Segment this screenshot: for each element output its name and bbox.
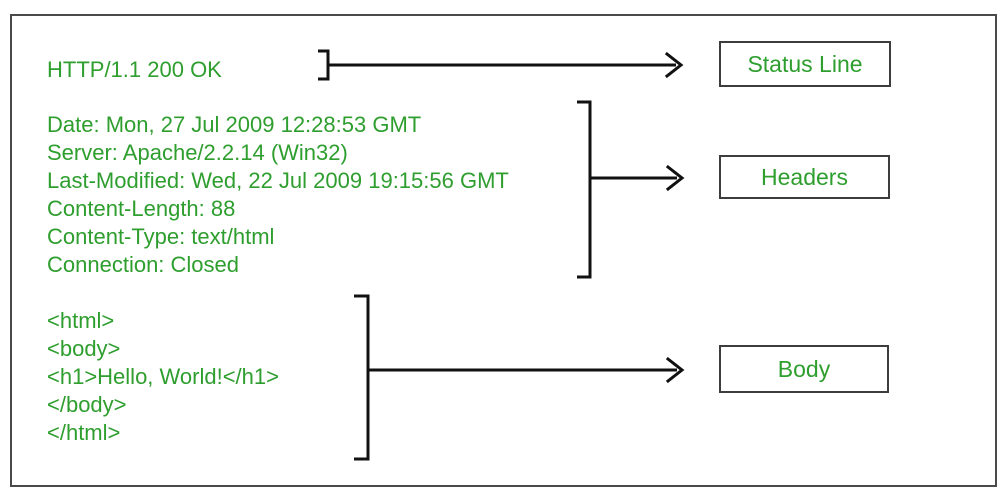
code-line: <body> (47, 336, 121, 361)
code-line: Content-Length: 88 (47, 196, 236, 221)
body-label-box: Body (719, 345, 889, 393)
status-line-label-box: Status Line (719, 41, 891, 87)
body-block: <html> <body> <h1>Hello, World!</h1> </body… (47, 307, 279, 447)
code-line: <html> (47, 308, 115, 333)
code-line: Date: Mon, 27 Jul 2009 12:28:53 GMT (47, 112, 422, 137)
headers-label-box: Headers (719, 155, 890, 199)
code-line: </html> (47, 420, 121, 445)
code-line: </body> (47, 392, 127, 417)
diagram-frame (10, 14, 997, 487)
code-line: Server: Apache/2.2.14 (Win32) (47, 140, 348, 165)
status-line-label: Status Line (747, 50, 863, 77)
code-line: <h1>Hello, World!</h1> (47, 364, 279, 389)
code-line: Last-Modified: Wed, 22 Jul 2009 19:15:56… (47, 168, 509, 193)
code-line: Content-Type: text/html (47, 224, 275, 249)
headers-label: Headers (761, 163, 848, 190)
status-line-text: HTTP/1.1 200 OK (47, 57, 222, 82)
body-label: Body (777, 355, 831, 382)
code-line: Connection: Closed (47, 252, 240, 277)
headers-block: Date: Mon, 27 Jul 2009 12:28:53 GMT Serve… (47, 111, 509, 279)
